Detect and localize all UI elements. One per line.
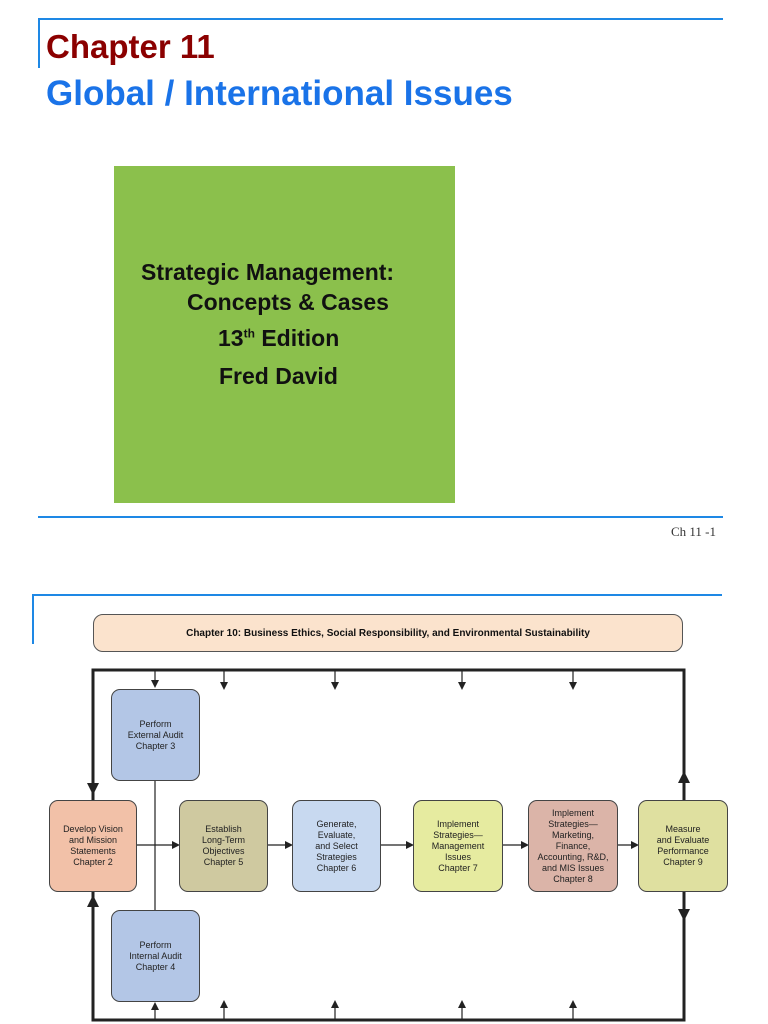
node-label-line: Performance xyxy=(657,846,709,856)
node-label-line: Statements xyxy=(70,846,116,856)
node-label-line: Chapter 6 xyxy=(316,862,357,873)
cover-title-line2: Concepts & Cases xyxy=(187,289,389,315)
node-label-line: and Select xyxy=(315,840,358,851)
node-label-line: Accounting, R&D, xyxy=(537,851,609,862)
page-number: Ch 11 -1 xyxy=(670,524,716,539)
node-label-line: Implement xyxy=(436,818,479,829)
node-label-line: Generate, xyxy=(316,818,357,829)
node-label-line: and Mission xyxy=(68,835,118,845)
node-label-line: Chapter 5 xyxy=(203,857,244,867)
chapter-subtitle: Global / International Issues xyxy=(46,74,513,113)
node-label-line: Perform xyxy=(139,718,172,729)
node-label-line: Marketing, xyxy=(551,829,594,840)
node-label-line: and Evaluate xyxy=(656,835,710,845)
node-label-line: Chapter 7 xyxy=(438,862,478,873)
node-label-line: Issues xyxy=(444,851,471,862)
node-label-line: Chapter 3 xyxy=(135,740,176,751)
node-label-line: Management xyxy=(431,840,485,851)
node-label-line: Strategies— xyxy=(548,818,598,829)
node-label-line: Implement xyxy=(551,807,594,818)
node-label-line: Develop Vision xyxy=(63,824,123,834)
slide2-top-rule xyxy=(32,594,722,596)
node-label-line: Chapter 2 xyxy=(73,857,113,867)
node-label-line: Finance, xyxy=(555,840,591,851)
node-label-line: Strategies xyxy=(316,851,357,862)
slide2-left-tick xyxy=(32,594,34,644)
slide1-top-rule xyxy=(38,18,723,20)
node-label-line: External Audit xyxy=(127,729,184,740)
node-label-line: Long-Term xyxy=(201,835,246,845)
slide1-left-tick xyxy=(38,18,40,68)
node-label-line: Measure xyxy=(665,824,701,834)
top-down-arrows xyxy=(151,670,577,690)
ethics-banner: Chapter 10: Business Ethics, Social Resp… xyxy=(93,614,683,652)
node-label-line: Chapter 8 xyxy=(553,873,593,884)
edition-suffix: th xyxy=(243,326,255,341)
node-label-line: Internal Audit xyxy=(129,950,182,961)
cover-edition: 13th Edition xyxy=(218,324,339,352)
book-cover-box: Strategic Management: Concepts & Cases 1… xyxy=(114,166,455,503)
node-label-line: Chapter 4 xyxy=(135,961,176,972)
node-label-line: Perform xyxy=(139,939,172,950)
node-label-line: Chapter 9 xyxy=(663,857,703,867)
node-label-line: Establish xyxy=(205,824,242,834)
edition-number: 13 xyxy=(218,325,244,351)
bottom-up-arrows xyxy=(151,1000,577,1020)
cover-title-line1: Strategic Management: xyxy=(141,259,395,285)
node-label-line: and MIS Issues xyxy=(541,862,604,873)
edition-label: Edition xyxy=(261,325,340,351)
node-label-line: Objectives xyxy=(202,846,245,856)
chapter-title: Chapter 11 xyxy=(46,28,215,65)
node-label-line: Evaluate, xyxy=(317,829,356,840)
node-label-line: Strategies— xyxy=(433,829,483,840)
cover-author: Fred David xyxy=(219,363,338,389)
slide1-bottom-rule xyxy=(38,516,723,518)
